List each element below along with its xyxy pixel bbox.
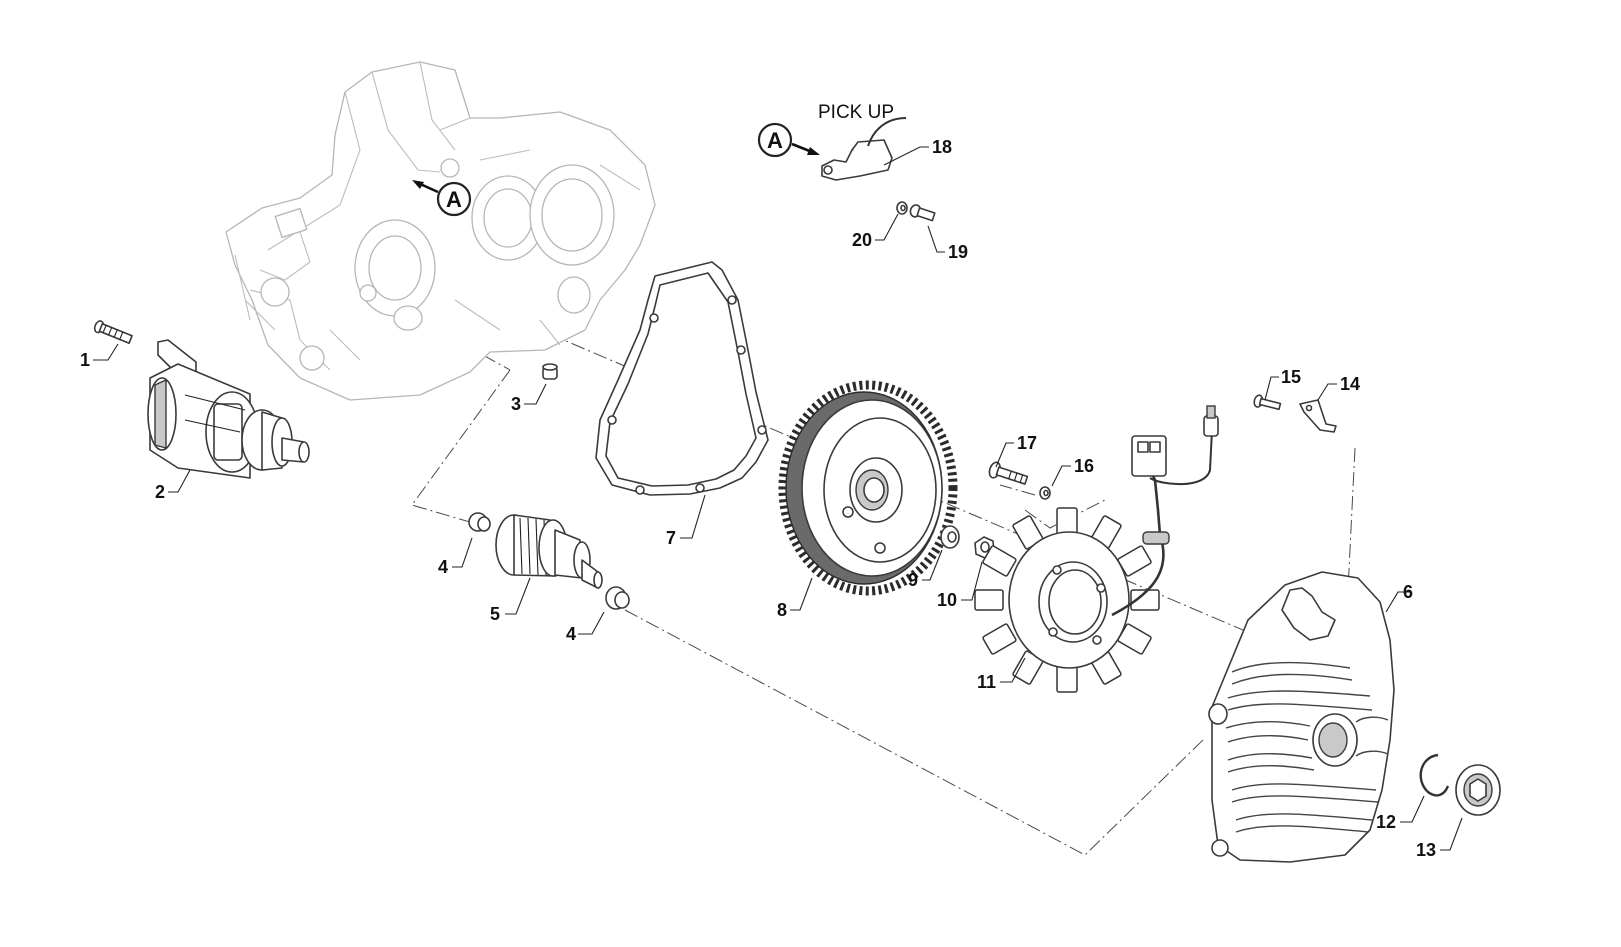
washer-part-16 xyxy=(1039,486,1051,500)
callout-9: 9 xyxy=(908,570,918,590)
intermediate-gear-part-5 xyxy=(495,514,603,589)
callout-10: 10 xyxy=(937,590,957,610)
callout-2: 2 xyxy=(155,482,165,502)
flywheel-rotor-part-8 xyxy=(778,380,958,596)
pickup-label: PICK UP xyxy=(818,102,894,123)
circlip-part-12 xyxy=(1419,753,1450,797)
callout-3: 3 xyxy=(511,394,521,414)
callout-4a: 4 xyxy=(438,557,448,577)
callout-14: 14 xyxy=(1340,374,1360,394)
bracket-part-14 xyxy=(1299,399,1337,433)
leader-lines xyxy=(93,146,1463,851)
pickup-sensor-part-18 xyxy=(821,117,907,181)
callout-8: 8 xyxy=(777,600,787,620)
plug-part-13 xyxy=(1455,764,1501,816)
reference-marker-a-engine: A xyxy=(412,180,472,217)
screw-part-1 xyxy=(93,320,133,345)
callout-numbers: 1 2 3 4 5 4 7 8 9 10 11 6 12 13 14 15 16… xyxy=(80,137,1436,860)
callout-6: 6 xyxy=(1403,582,1413,602)
callout-4b: 4 xyxy=(566,624,576,644)
callout-20: 20 xyxy=(852,230,872,250)
callout-7: 7 xyxy=(666,528,676,548)
starter-motor-part-2 xyxy=(147,339,310,479)
screw-part-15 xyxy=(1253,394,1282,411)
engine-crankcase-outline xyxy=(225,61,656,401)
callout-18: 18 xyxy=(932,137,952,157)
cover-gasket-part-7 xyxy=(595,261,769,496)
dowel-pin-part-3 xyxy=(542,363,558,380)
callout-5: 5 xyxy=(490,604,500,624)
bushing-part-4a xyxy=(468,512,491,532)
callout-15: 15 xyxy=(1281,367,1301,387)
bolt-part-17 xyxy=(988,461,1029,485)
callout-19: 19 xyxy=(948,242,968,262)
callout-11: 11 xyxy=(977,672,996,692)
alternator-cover-part-6 xyxy=(1208,571,1395,863)
screw-part-19 xyxy=(909,204,936,222)
callout-16: 16 xyxy=(1074,456,1094,476)
callout-1: 1 xyxy=(80,350,90,370)
washer-part-20 xyxy=(896,201,908,215)
washer-part-9 xyxy=(940,525,960,549)
bushing-part-4b xyxy=(605,586,630,610)
stator-part-11 xyxy=(974,405,1219,693)
callout-17: 17 xyxy=(1017,433,1037,453)
reference-marker-a-pickup: A xyxy=(757,122,820,158)
callout-12: 12 xyxy=(1376,812,1396,832)
svg-text:A: A xyxy=(446,187,462,212)
svg-text:A: A xyxy=(767,128,783,153)
callout-13: 13 xyxy=(1416,840,1436,860)
